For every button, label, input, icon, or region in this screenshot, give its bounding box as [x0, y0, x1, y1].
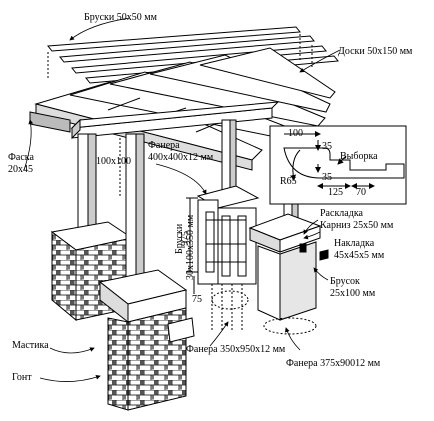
- pillar-middle: [196, 119, 260, 285]
- label-fanera-bottom-mid: Фанера 350х950х12 мм: [186, 344, 286, 355]
- label-bruski-top: Бруски 50х50 мм: [84, 12, 157, 23]
- label-dim-75: 75: [192, 294, 202, 305]
- label-dim-70: 70: [356, 187, 366, 198]
- label-brusok: Брусок: [330, 276, 360, 287]
- label-r65: R65: [280, 176, 297, 187]
- pillar-right-drop-lines: [263, 317, 317, 335]
- label-nakladka-size: 45х45х5 мм: [334, 250, 385, 261]
- label-dim-35-bottom: 35: [322, 172, 332, 183]
- label-dim-975: 975: [180, 231, 191, 246]
- label-vyborka: Выборка: [340, 151, 378, 162]
- label-brusok-size: 25х100 мм: [330, 288, 376, 299]
- label-doski: Доски 50х150 мм: [338, 46, 413, 57]
- label-fanera-bottom-right: Фанера 375х90012 мм: [286, 358, 381, 369]
- pillar-middle-drop-lines: [211, 284, 249, 330]
- label-bruski-vert-size: 30х100х350 мм: [185, 214, 196, 280]
- leader-lines: [23, 17, 341, 382]
- dimension-lines: [119, 138, 198, 294]
- assembly-drop-lines: [47, 34, 313, 78]
- label-fanera-top: Фанера: [148, 140, 180, 151]
- label-fanera-top-size: 400х400х12 мм: [148, 152, 214, 163]
- label-faska: Фаска: [8, 152, 34, 163]
- label-dim-100: 100: [288, 128, 303, 139]
- pillar-center: [98, 133, 195, 411]
- main-beams: [29, 101, 280, 140]
- label-raskladka: Раскладка: [320, 208, 363, 219]
- label-mastika: Мастика: [12, 340, 49, 351]
- label-dim-125: 125: [328, 187, 343, 198]
- label-faska-size: 20х45: [8, 164, 33, 175]
- profile-detail-inset: [269, 125, 407, 205]
- label-nakladka: Накладка: [334, 238, 375, 249]
- label-gont: Гонт: [12, 372, 32, 383]
- label-dim-35-top: 35: [322, 141, 332, 152]
- label-post-size: 100х100: [96, 156, 131, 167]
- label-karniz: Карниз 25х50 мм: [320, 220, 394, 231]
